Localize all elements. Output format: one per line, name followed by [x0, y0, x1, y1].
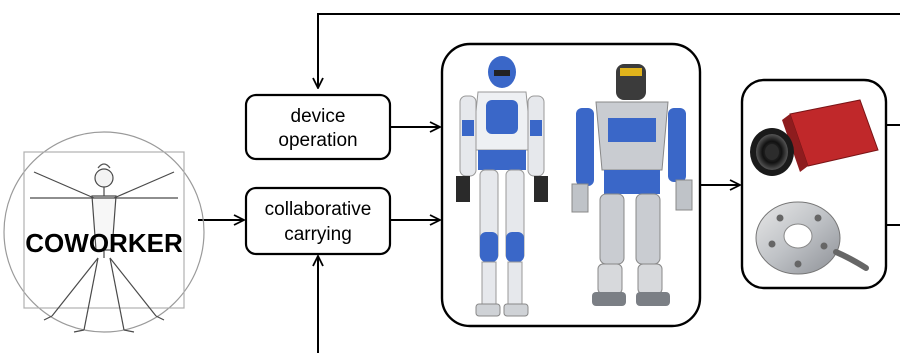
coworker-label: COWORKER	[25, 228, 183, 258]
task-box-collaborative-carrying: collaborative carrying	[244, 186, 392, 256]
task-label-line-2: operation	[278, 130, 357, 151]
task-label-line-1: collaborative	[265, 199, 372, 220]
coworker-node: COWORKER	[3, 131, 205, 333]
task-box-device-operation: device operation	[244, 93, 392, 161]
force-sensor-icon	[755, 201, 869, 275]
humanoid-robots-icon	[456, 56, 693, 317]
feedback-line-top	[318, 13, 900, 88]
task-label-line-1: device	[291, 106, 346, 127]
task-label-line-2: carrying	[284, 224, 352, 245]
vitruvian-man-icon	[3, 131, 205, 333]
robots-panel	[440, 42, 702, 328]
robot-1	[456, 56, 548, 317]
camera-icon	[750, 99, 879, 176]
connectors	[198, 13, 900, 353]
sensors-panel	[740, 78, 888, 290]
robot-2	[571, 64, 693, 306]
